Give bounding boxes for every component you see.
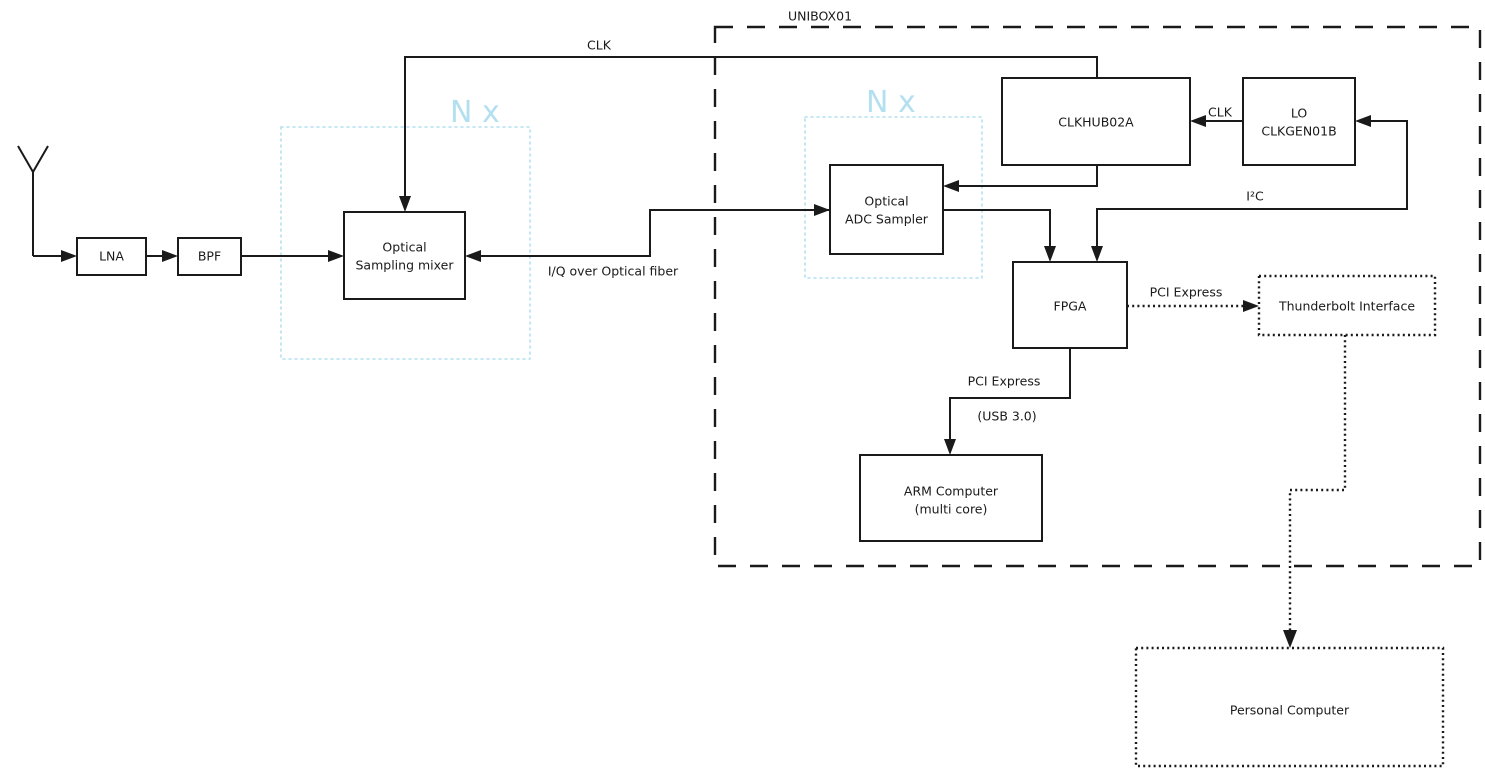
wire-clk-clkhub-to-mixer	[404, 56, 1098, 197]
multiplicity-label-right: N x	[866, 85, 916, 120]
wire-clkhub-adc	[958, 165, 1098, 187]
block-personal-computer-label: Personal Computer	[1230, 703, 1350, 718]
block-lo-label-line1: LO	[1291, 106, 1308, 121]
block-optical-sampling-mixer[interactable]	[343, 211, 466, 300]
arrowhead-bpf-in	[162, 250, 178, 262]
arrowhead-adc-clk-in	[943, 180, 959, 192]
arrowhead-lna-in	[61, 250, 77, 262]
arrowhead-fpga-i2c-in	[1091, 246, 1103, 262]
arrowhead-mixer-iq-in	[465, 250, 481, 262]
edge-label-usb3: (USB 3.0)	[977, 409, 1036, 424]
block-lo-clkgen[interactable]	[1242, 77, 1356, 166]
edge-label-iq-fiber: I/Q over Optical fiber	[548, 264, 679, 279]
wire-thunderbolt-pc	[1288, 335, 1347, 632]
block-adc-label-line2: ADC Sampler	[845, 212, 929, 227]
wire-adc-fpga	[943, 209, 1051, 247]
block-thunderbolt-interface[interactable]	[1257, 274, 1437, 337]
block-arm-computer[interactable]	[859, 454, 1043, 542]
arrowhead-mixer-clk-in	[399, 196, 411, 212]
edge-label-pcie-thunderbolt: PCI Express	[1150, 285, 1223, 300]
block-optical-adc-sampler[interactable]	[829, 164, 944, 255]
unibox-enclosure	[713, 25, 1482, 568]
block-fpga-label: FPGA	[1054, 299, 1087, 314]
group-box-right	[804, 116, 983, 279]
arrowhead-clkhub-clk-in	[1190, 115, 1206, 127]
edge-label-pcie-arm: PCI Express	[968, 374, 1041, 389]
arrowhead-pc-in	[1283, 630, 1297, 648]
group-box-left	[280, 126, 531, 360]
block-lo-label-line2: CLKGEN01B	[1261, 124, 1336, 139]
block-thunderbolt-label: Thunderbolt Interface	[1278, 299, 1415, 314]
block-mixer-label-line2: Sampling mixer	[356, 258, 455, 273]
block-adc-label-line1: Optical	[864, 194, 908, 209]
block-lna[interactable]	[76, 237, 147, 276]
wire-iq-fiber	[480, 209, 830, 257]
arrowhead-arm-in	[944, 439, 956, 455]
block-arm-label-line2: (multi core)	[915, 502, 988, 517]
block-bpf-label: BPF	[198, 249, 221, 264]
edge-label-i2c: I²C	[1246, 189, 1264, 204]
arrowhead-mixer-in	[328, 250, 344, 262]
block-lna-label: LNA	[99, 249, 124, 264]
arrowhead-lo-i2c-in	[1355, 115, 1371, 127]
arrowhead-fpga-data-in	[1044, 246, 1056, 262]
block-personal-computer[interactable]	[1134, 646, 1445, 768]
multiplicity-label-left: N x	[450, 95, 500, 130]
edge-label-clk-lo: CLK	[1208, 105, 1233, 120]
wire-i2c-fpga-lo	[1096, 120, 1408, 247]
arrowhead-adc-iq-in	[814, 204, 830, 216]
unibox-label: UNIBOX01	[788, 9, 852, 24]
arrowhead-thunderbolt-in	[1243, 300, 1259, 312]
antenna-icon	[17, 145, 49, 256]
block-clkhub[interactable]	[1001, 77, 1191, 166]
block-bpf[interactable]	[177, 237, 242, 276]
block-clkhub-label: CLKHUB02A	[1058, 115, 1134, 130]
wire-fpga-arm	[949, 348, 1071, 440]
block-mixer-label-line1: Optical	[382, 240, 426, 255]
block-arm-label-line1: ARM Computer	[904, 484, 999, 499]
edge-label-clk-top: CLK	[587, 38, 612, 53]
